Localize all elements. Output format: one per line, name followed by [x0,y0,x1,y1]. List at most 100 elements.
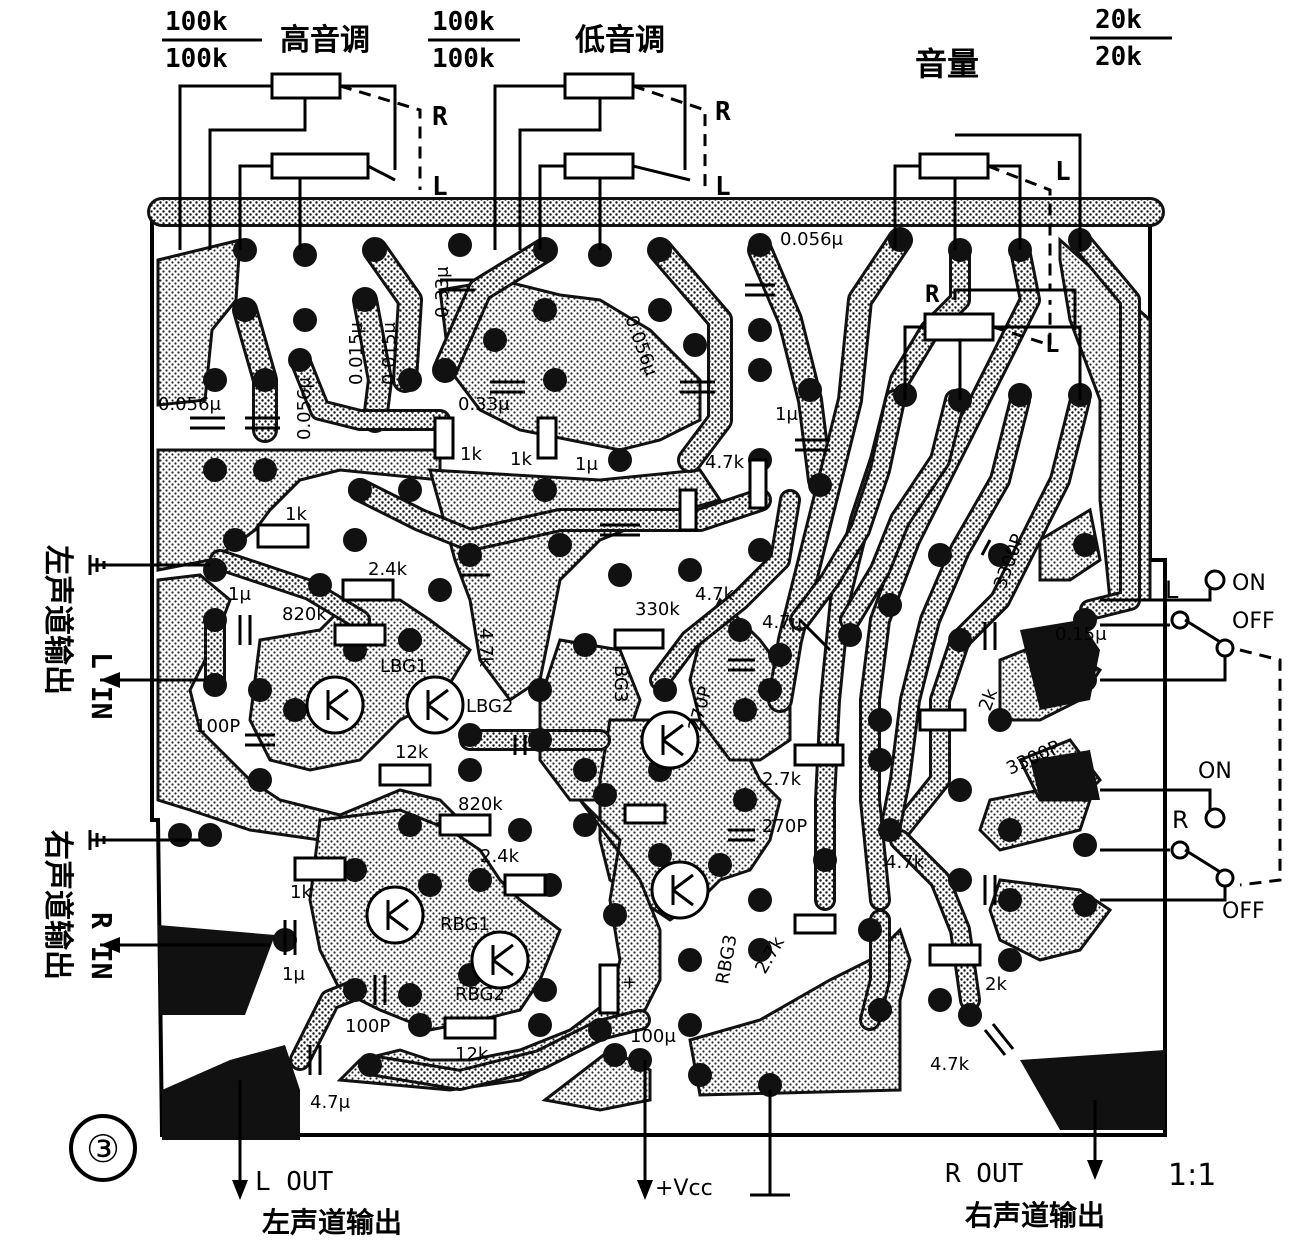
solder-pad [233,238,257,262]
solder-pad [283,698,307,722]
solder-pad [988,708,1012,732]
solder-pad [1073,833,1097,857]
component-label: 0.33μ [458,394,510,415]
bass-channel-r: R [715,97,731,127]
volume-channel-l: L [1055,157,1071,187]
solder-pad [748,233,772,257]
solder-pad [948,628,972,652]
solder-pad [573,633,597,657]
solder-pad [878,593,902,617]
switch-l-on: ON [1232,571,1266,596]
solder-pad [508,818,532,842]
solder-pad [768,643,792,667]
component-label: 2.4k [480,846,520,867]
solder-pad [468,868,492,892]
solder-pad [543,368,567,392]
bass-ratio-bottom: 100k [432,44,495,74]
solder-pad [948,238,972,262]
component-label: 100P [345,1016,390,1037]
solder-pad [748,358,772,382]
solder-pad [1008,383,1032,407]
solder-pad [353,288,377,312]
solder-pad [308,573,332,597]
component-label: 12k [395,742,429,763]
component-label: 1μ [775,404,798,425]
solder-pad [573,758,597,782]
solder-pad [868,748,892,772]
switch-labels: ON L OFF ON R OFF [1165,571,1275,924]
component-bodies [190,278,1015,1075]
solder-pad [603,903,627,927]
solder-pad [398,813,422,837]
solder-pad [888,228,912,252]
solder-pad [458,723,482,747]
component-label: 1k [510,449,532,470]
component-label: RBG1 [440,914,490,935]
solder-pad [548,533,572,557]
solder-pad [253,368,277,392]
solder-pad [748,318,772,342]
solder-pad [533,238,557,262]
solder-pad [1073,778,1097,802]
component-label: 2k [985,974,1007,995]
component-label: RBG2 [455,984,505,1005]
switch-l-label: L [1165,576,1179,604]
component-label: 820k [282,604,327,625]
solder-pad [483,328,507,352]
solder-pad [203,558,227,582]
solder-pad [218,1063,242,1087]
solder-pad [343,528,367,552]
component-label: 0.056μ [780,229,844,250]
solder-pad [858,918,882,942]
component-label: 1k [285,504,307,525]
component-label: 4.7μ [762,612,803,633]
volume-label: 音量 [915,45,979,83]
solder-pad [408,1013,432,1037]
solder-pad [248,678,272,702]
solder-pad [528,678,552,702]
bottom-labels: ③ L OUT 左声道输出 +Vcc R OUT 右声道输出 1:1 [69,1114,1216,1239]
component-label: 1μ [575,454,598,475]
component-label: 0.015μ [346,321,367,385]
solder-pad [648,238,672,262]
solder-pad [733,698,757,722]
component-label: 100μ [630,1026,676,1047]
l-out-label: L OUT [255,1167,334,1197]
component-label: LBG2 [466,696,513,717]
solder-pad [593,783,617,807]
solder-pad [343,858,367,882]
solder-pad [533,478,557,502]
solder-pad [1073,608,1097,632]
right-in-label: R IN [85,912,118,979]
component-label: 4.7k [705,452,745,473]
solder-pad [398,628,422,652]
solder-pad [603,1043,627,1067]
solder-pad [798,378,822,402]
solder-pad [398,478,422,502]
component-label: 4.7k [885,852,925,873]
solder-pad [868,998,892,1022]
figure-number: ③ [86,1127,120,1171]
component-label: 820k [458,794,503,815]
r-out-cn-label: 右声道输出 [965,1199,1105,1232]
vcc-label: +Vcc [655,1176,713,1201]
solder-pad [203,608,227,632]
solder-pad [683,333,707,357]
component-label: BG3 [610,665,631,702]
solder-pad [928,988,952,1012]
solder-pad [528,728,552,752]
solder-pad [948,868,972,892]
solder-pad [288,348,312,372]
left-out-cn-label: 左声道输出 [40,545,75,695]
solder-pad [868,708,892,732]
solder-pad [418,873,442,897]
component-label: 0.15μ [1055,624,1107,645]
solder-pad [988,543,1012,567]
solder-pad [528,1013,552,1037]
switch-r-on: ON [1198,759,1232,784]
component-label: 0.056μ [294,376,315,440]
potentiometer-wiring [178,72,1082,400]
bass-ratio-top: 100k [432,7,495,37]
side-labels: 左声道输出 L IN 右声道输出 R IN [40,545,118,980]
